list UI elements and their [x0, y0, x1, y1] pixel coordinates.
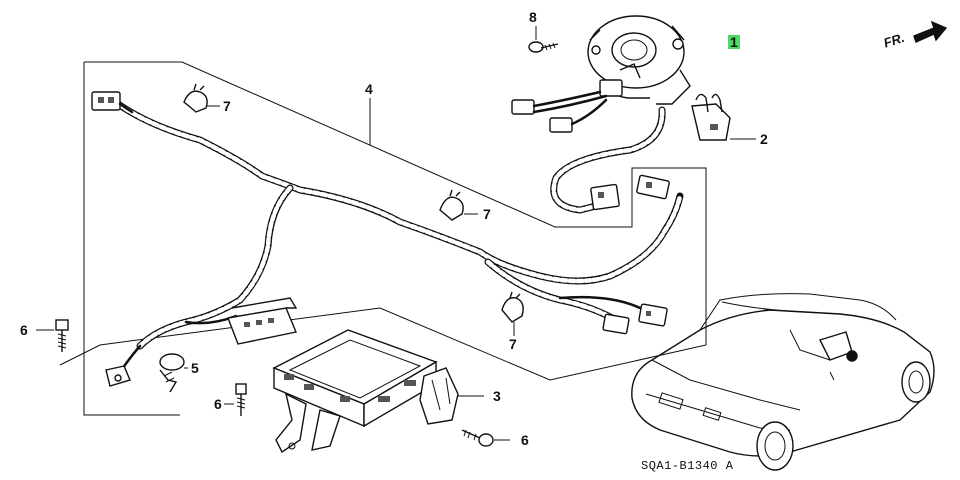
- callout-8: 8: [529, 9, 537, 25]
- front-arrow-icon: [913, 20, 948, 43]
- callout-3: 3: [493, 388, 501, 404]
- callout-5: 5: [191, 360, 199, 376]
- callout-7-top: 7: [223, 98, 231, 114]
- callout-2: 2: [760, 131, 768, 147]
- callout-6-low: 6: [521, 432, 529, 448]
- screw-8[interactable]: [528, 26, 559, 53]
- callout-7-mid: 7: [483, 206, 491, 222]
- clip-7-low[interactable]: [501, 291, 524, 336]
- clip-5[interactable]: [159, 353, 188, 393]
- callout-4: 4: [365, 81, 373, 97]
- clip-7-mid[interactable]: [439, 189, 478, 221]
- group-bracket-harness: [59, 61, 707, 416]
- bolt-6-left[interactable]: [36, 319, 69, 352]
- callout-6-left: 6: [20, 322, 28, 338]
- clockspring[interactable]: [511, 15, 691, 133]
- callout-1: 1: [728, 34, 740, 50]
- bolt-6-mid[interactable]: [224, 383, 247, 416]
- main-harness[interactable]: [91, 91, 684, 387]
- clip-7-top[interactable]: [183, 83, 220, 113]
- callout-6-mid: 6: [214, 396, 222, 412]
- car-location-icon: [631, 293, 935, 471]
- srs-unit[interactable]: [272, 329, 484, 454]
- clockspring-cable: [550, 106, 666, 214]
- bolt-6-low[interactable]: [461, 429, 510, 447]
- harness-connector-block: [227, 297, 298, 345]
- bracket-2[interactable]: [691, 93, 756, 141]
- diagram-code: SQA1-B1340 A: [641, 459, 734, 473]
- callout-7-low: 7: [509, 336, 517, 352]
